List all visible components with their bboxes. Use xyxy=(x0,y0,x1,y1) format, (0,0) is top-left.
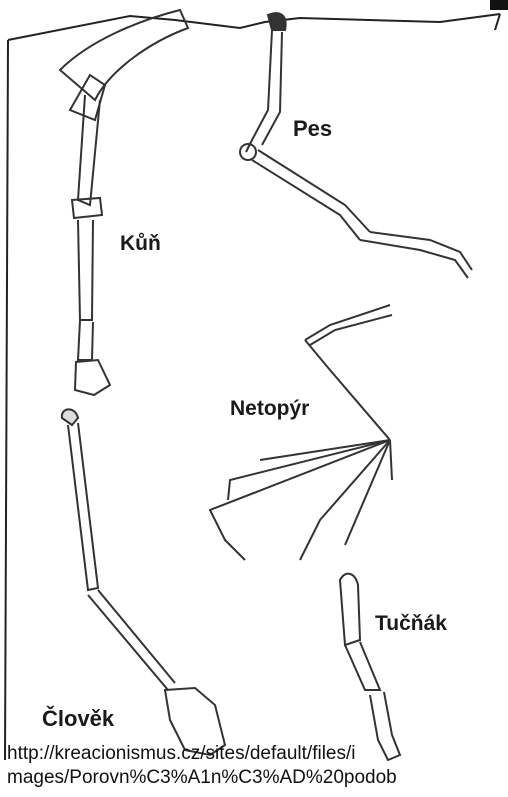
human-arm-bones xyxy=(62,409,225,755)
corner-mark xyxy=(490,0,508,10)
source-url-line-1: http://kreacionismus.cz/sites/default/fi… xyxy=(7,743,508,765)
bat-wing-bones xyxy=(210,305,392,560)
label-bat: Netopýr xyxy=(230,397,309,421)
label-human: Člověk xyxy=(42,706,114,732)
penguin-flipper-bones xyxy=(340,574,400,760)
label-penguin: Tučňák xyxy=(375,612,447,636)
page-border xyxy=(5,14,500,760)
source-url-line-2: mages/Porovn%C3%A1n%C3%AD%20podob xyxy=(7,767,508,789)
label-horse: Kůň xyxy=(120,232,161,256)
dog-leg-bones xyxy=(240,13,472,278)
label-dog: Pes xyxy=(293,116,332,142)
horse-leg-bones xyxy=(60,10,188,395)
